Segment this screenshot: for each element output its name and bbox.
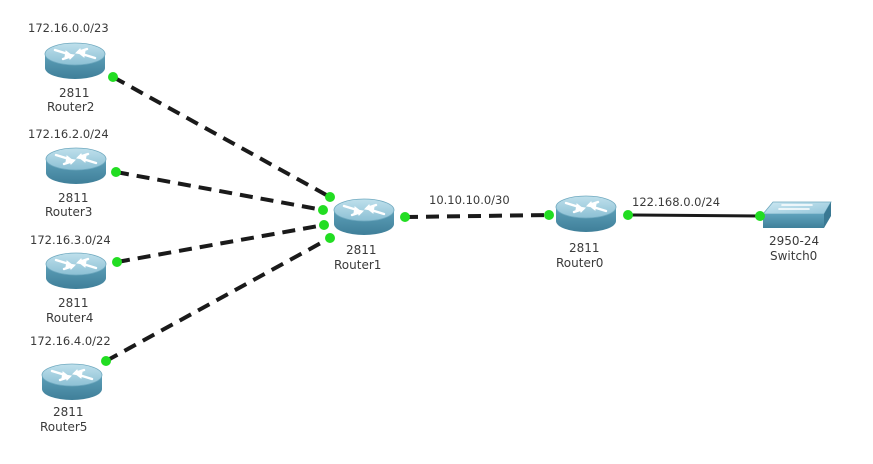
port-dot xyxy=(319,220,329,230)
port-dot xyxy=(755,211,765,221)
router1[interactable]: 2811 Router1 xyxy=(332,197,396,272)
link-router5-router1[interactable] xyxy=(105,236,331,363)
links xyxy=(105,75,761,363)
router-icon xyxy=(40,362,104,402)
switch0-name: Switch0 xyxy=(770,249,817,263)
router-icon xyxy=(44,251,108,291)
router4-model: 2811 xyxy=(58,296,89,310)
router5-name: Router5 xyxy=(40,420,87,434)
port-indicators xyxy=(101,72,765,366)
port-dot xyxy=(325,192,335,202)
router0-name: Router0 xyxy=(556,256,603,270)
router-icon xyxy=(554,194,618,234)
router5-model: 2811 xyxy=(53,405,84,419)
port-dot xyxy=(623,210,633,220)
router0[interactable]: 10.10.10.0/30 2811 Router0 xyxy=(429,193,618,270)
network-label-router4: 172.16.3.0/24 xyxy=(30,233,111,247)
network-label-router3: 172.16.2.0/24 xyxy=(28,127,109,141)
switch0-model: 2950-24 xyxy=(769,234,819,248)
link-router3-router1[interactable] xyxy=(115,170,324,212)
link-router4-router1[interactable] xyxy=(116,223,325,264)
router1-name: Router1 xyxy=(334,258,381,272)
router0-model: 2811 xyxy=(569,241,600,255)
router2-model: 2811 xyxy=(59,86,90,100)
router3-model: 2811 xyxy=(58,191,89,205)
link-router0-switch0[interactable] xyxy=(627,213,761,218)
port-dot xyxy=(101,356,111,366)
link-router1-router0[interactable] xyxy=(404,213,550,219)
router4-name: Router4 xyxy=(46,311,93,325)
port-dot xyxy=(544,210,554,220)
port-dot xyxy=(318,205,328,215)
router3[interactable]: 172.16.2.0/24 2811 Router3 xyxy=(28,127,109,219)
router2-name: Router2 xyxy=(47,100,94,114)
port-dot xyxy=(111,167,121,177)
router5[interactable]: 172.16.4.0/22 2811 Router5 xyxy=(30,334,111,434)
network-label-router2: 172.16.0.0/23 xyxy=(28,21,109,35)
router-icon xyxy=(43,41,107,81)
switch0[interactable]: 122.168.0.0/24 2950-24 Switch0 xyxy=(632,195,832,263)
router3-name: Router3 xyxy=(45,205,92,219)
switch-icon xyxy=(762,201,832,228)
port-dot xyxy=(400,212,410,222)
router-icon xyxy=(44,146,108,186)
router-icon xyxy=(332,197,396,237)
network-label-r1-r0: 10.10.10.0/30 xyxy=(429,193,510,207)
router4[interactable]: 172.16.3.0/24 2811 Router4 xyxy=(30,233,111,325)
router1-model: 2811 xyxy=(346,243,377,257)
port-dot xyxy=(112,257,122,267)
router2[interactable]: 172.16.0.0/23 2811 Router2 xyxy=(28,21,109,114)
network-label-r0-switch: 122.168.0.0/24 xyxy=(632,195,720,209)
port-dot xyxy=(325,233,335,243)
port-dot xyxy=(108,72,118,82)
network-label-router5: 172.16.4.0/22 xyxy=(30,334,111,348)
